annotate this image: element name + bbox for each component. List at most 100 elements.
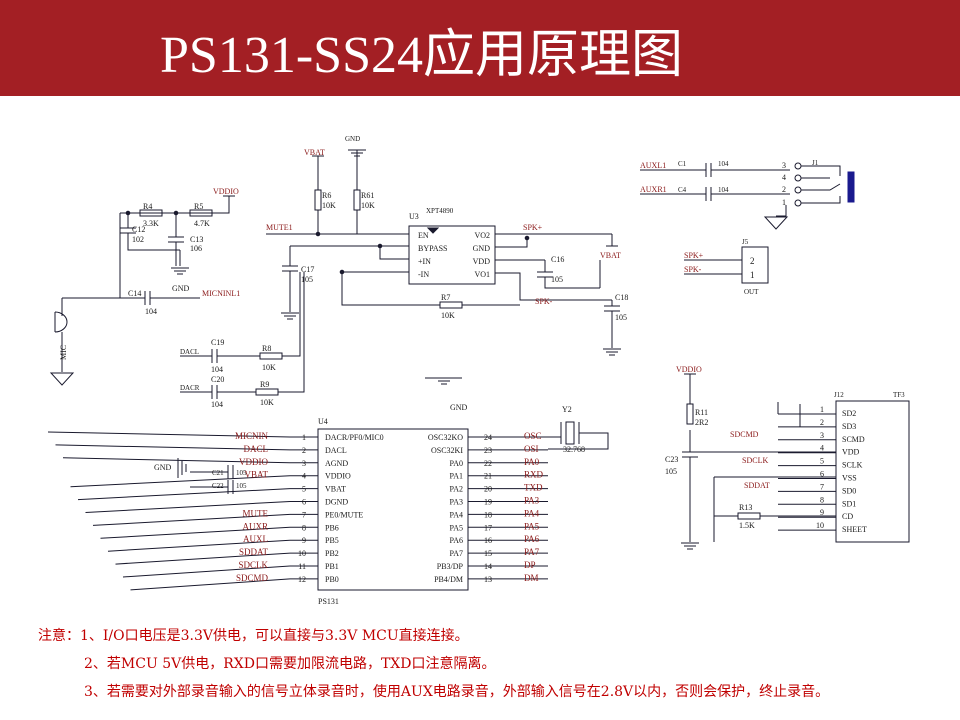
label: 106: [190, 244, 202, 253]
u3-body: [408, 225, 496, 285]
note-1: 注意：1、I/O口电压是3.3V供电，可以直接与3.3V MCU直接连接。: [38, 628, 469, 644]
label: R6: [322, 191, 331, 200]
net-label: SPK+: [684, 251, 704, 260]
label: VO2: [474, 231, 490, 240]
label: U3: [409, 212, 419, 221]
label: 6: [302, 498, 306, 507]
label: 2: [750, 256, 755, 266]
net-label: VDDIO: [239, 457, 268, 467]
label: 1: [820, 405, 824, 414]
label: R11: [695, 408, 708, 417]
u4-body: [317, 428, 469, 591]
wire: [341, 272, 440, 306]
label: +IN: [418, 257, 431, 266]
tf-card-body: [835, 400, 910, 543]
resistor: [439, 301, 463, 309]
label: 104: [718, 160, 729, 168]
label: 10K: [260, 398, 274, 407]
resistor: [189, 209, 213, 217]
label: 1: [782, 198, 786, 207]
label: 2R2: [695, 418, 708, 427]
net-label: OSI: [524, 444, 539, 454]
net-label: PA0: [524, 457, 540, 467]
label: R13: [739, 503, 752, 512]
net-label: OSC: [524, 431, 542, 441]
net-label: DACL: [244, 444, 269, 454]
net-label: GND: [345, 135, 360, 143]
jack-contact: [794, 199, 802, 207]
label: C21: [212, 469, 224, 477]
label: SD0: [842, 486, 856, 495]
label: 7: [820, 482, 824, 491]
label: C20: [211, 375, 224, 384]
label: 15: [484, 549, 492, 558]
wire: [85, 501, 291, 513]
label: 10K: [441, 311, 455, 320]
wire: [77, 488, 291, 501]
page-title: PS131-SS24应用原理图: [160, 27, 683, 84]
net-label: MUTE1: [266, 223, 293, 232]
net-label: AUXR1: [640, 185, 667, 194]
label: CD: [842, 512, 853, 521]
net-label: PA6: [524, 534, 540, 544]
net-label: MUTE: [243, 508, 269, 518]
label: PA1: [450, 472, 464, 481]
wire: [55, 444, 291, 451]
label: 16: [484, 536, 492, 545]
label: 13: [484, 575, 492, 584]
label: 4: [782, 173, 786, 182]
label: MIC: [59, 345, 68, 360]
label: 10K: [361, 201, 375, 210]
wire: [62, 457, 291, 464]
label: C12: [132, 225, 145, 234]
label: 10K: [262, 363, 276, 372]
label: C18: [615, 293, 628, 302]
wire: [282, 272, 301, 357]
wire: [801, 183, 841, 191]
label: R8: [262, 344, 271, 353]
label: SCMD: [842, 435, 865, 444]
label: C23: [665, 455, 678, 464]
label: R9: [260, 380, 269, 389]
label: C14: [128, 289, 141, 298]
label: 8: [302, 523, 306, 532]
label: R5: [194, 202, 203, 211]
label: VDDIO: [325, 472, 351, 481]
label: PA4: [450, 510, 464, 519]
net-label: AUXL: [243, 534, 268, 544]
label: J1: [812, 159, 819, 167]
junction-dot: [377, 243, 383, 249]
wire: [801, 165, 841, 176]
net-label: VBAT: [244, 470, 268, 480]
net-label: RXD: [524, 470, 544, 480]
net-label: PA7: [524, 547, 540, 557]
net-label: SPK-: [535, 297, 553, 306]
wire: [495, 272, 612, 301]
resistor: [737, 512, 761, 520]
wire: [278, 272, 305, 393]
notes-section: 注意：1、I/O口电压是3.3V供电，可以直接与3.3V MCU直接连接。 2、…: [38, 622, 958, 706]
junction-dot: [173, 210, 179, 216]
label: 17: [484, 523, 492, 532]
junction-dot: [339, 269, 345, 275]
label: DACR/PF0/MIC0: [325, 433, 384, 442]
label: PB0: [325, 575, 339, 584]
label: XPT4890: [426, 207, 454, 215]
crystal: [565, 421, 575, 445]
label: OUT: [744, 288, 759, 296]
label: 4: [820, 444, 824, 453]
label: 105: [236, 469, 247, 477]
resistor: [139, 209, 163, 217]
label: J5: [742, 238, 749, 246]
label: C17: [301, 265, 314, 274]
label: C19: [211, 338, 224, 347]
label: 2: [302, 446, 306, 455]
label: 23: [484, 446, 492, 455]
label: 22: [484, 459, 492, 468]
label: 5: [820, 457, 824, 466]
wire: [127, 233, 180, 251]
label: BYPASS: [418, 244, 448, 253]
net-label: VBAT: [304, 148, 325, 157]
label: VDD: [473, 257, 491, 266]
label: TF3: [893, 391, 905, 399]
